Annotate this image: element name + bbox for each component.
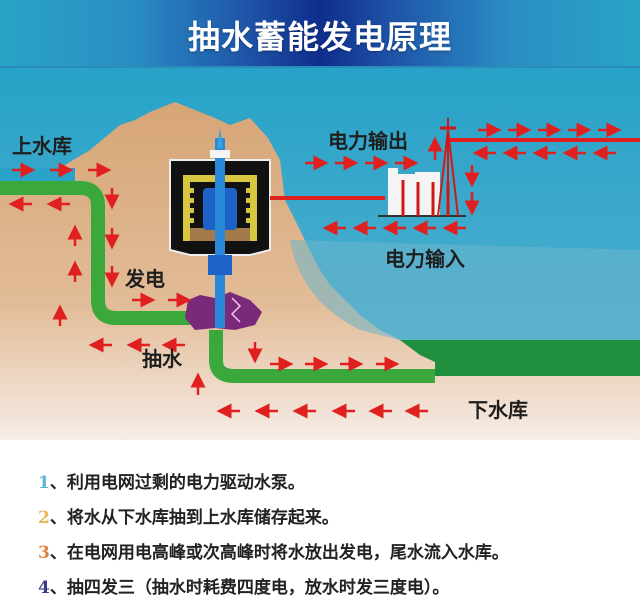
note-separator: 、: [49, 578, 67, 598]
note-separator: 、: [49, 543, 67, 563]
note-item: 2、将水从下水库抽到上水库储存起来。: [38, 503, 339, 528]
note-text: 抽四发三（抽水时耗费四度电，放水时发三度电）。: [66, 578, 450, 598]
note-text: 将水从下水库抽到上水库储存起来。: [66, 508, 339, 528]
label-power-output: 电力输出: [328, 129, 408, 153]
note-item: 3、在电网用电高峰或次高峰时将水放出发电，尾水流入水库。: [38, 538, 509, 563]
flow-arrows: [8, 122, 622, 419]
upper-pipe: [0, 181, 190, 325]
generator: [169, 128, 271, 328]
note-item: 1、利用电网过剩的电力驱动水泵。: [38, 468, 305, 493]
label-pump: 抽水: [142, 347, 182, 371]
diagram-illustration: [0, 66, 640, 440]
diagram-area: 抽水蓄能发电原理 上水库 电力输出 电力输入 发电 抽水 下水库: [0, 0, 640, 440]
note-number: 3: [38, 543, 50, 563]
label-upper-reservoir: 上水库: [12, 134, 72, 158]
note-text: 利用电网过剩的电力驱动水泵。: [66, 473, 305, 493]
label-lower-reservoir: 下水库: [468, 398, 528, 422]
note-text: 在电网用电高峰或次高峰时将水放出发电，尾水流入水库。: [66, 543, 509, 563]
note-separator: 、: [49, 473, 67, 493]
note-number: 2: [38, 508, 50, 528]
note-separator: 、: [49, 508, 67, 528]
note-item: 4、抽四发三（抽水时耗费四度电，放水时发三度电）。: [38, 573, 449, 598]
note-number: 1: [38, 473, 50, 493]
notes-list: 1、利用电网过剩的电力驱动水泵。 2、将水从下水库抽到上水库储存起来。 3、在电…: [0, 440, 640, 608]
lower-reservoir-water: [400, 340, 640, 376]
title-band: 抽水蓄能发电原理: [0, 0, 640, 68]
page-title: 抽水蓄能发电原理: [187, 18, 452, 56]
note-number: 4: [38, 578, 50, 598]
label-generate: 发电: [125, 267, 165, 291]
lower-pipe: [209, 330, 435, 383]
transmission-tower: [437, 118, 459, 217]
label-power-input: 电力输入: [385, 247, 465, 271]
